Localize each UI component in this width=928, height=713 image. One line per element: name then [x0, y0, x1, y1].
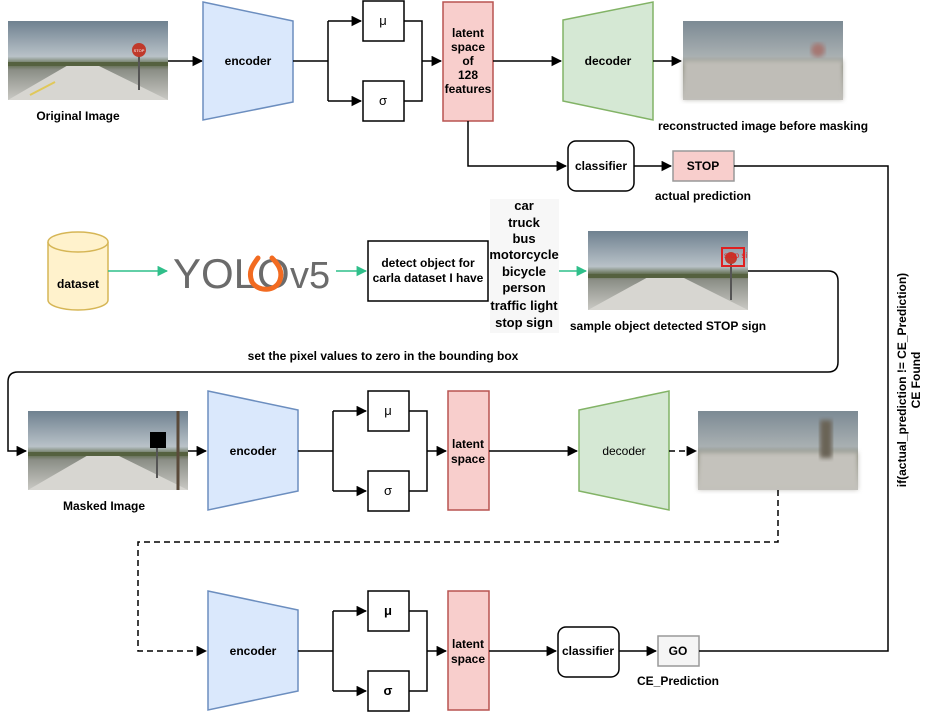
- original-image: [8, 21, 168, 100]
- class-item-5: bicycle: [502, 264, 546, 279]
- side-label-line-2: CE Found: [909, 352, 923, 409]
- masked-image: [28, 411, 188, 490]
- latent-2-line-1: latent: [452, 437, 484, 451]
- sigma-label-3: σ: [384, 683, 393, 698]
- stop-sign-text: STOP: [134, 48, 145, 53]
- encoder-3: [207, 590, 299, 711]
- decoder-1: [562, 1, 654, 121]
- decoder-2: [578, 390, 670, 511]
- sigma-label-2: σ: [384, 483, 392, 498]
- stop-prediction-box: [672, 150, 735, 182]
- mu-box-2: [367, 390, 410, 432]
- class-item-3: bus: [512, 231, 535, 246]
- classes-box: [490, 199, 559, 333]
- arrow-latent-to-classifier-1: [467, 121, 568, 172]
- encoder-2: [207, 390, 299, 511]
- split-line-3: [298, 611, 334, 691]
- split-line-1: [293, 21, 329, 101]
- classifier-2-label: classifier: [562, 644, 614, 658]
- merge-line-3: [409, 610, 446, 692]
- class-item-4: motorcycle: [489, 247, 558, 262]
- arrow-sample-to-masked: [7, 270, 839, 457]
- reconstructed-image: [683, 21, 843, 100]
- class-item-1: car: [514, 198, 534, 213]
- class-item-8: stop sign: [495, 315, 553, 330]
- dataset-label: dataset: [57, 277, 99, 291]
- yolo-version-text: v5: [290, 255, 330, 297]
- detection-label: stop si: [724, 251, 747, 260]
- latent-1-line-1: latent: [452, 26, 484, 40]
- merge-line-2: [409, 410, 446, 492]
- sample-caption: sample object detected STOP sign: [570, 319, 766, 333]
- latent-space-3: [447, 590, 490, 711]
- mask-instruction: set the pixel values to zero in the boun…: [248, 349, 519, 363]
- encoder-1-label: encoder: [225, 54, 272, 68]
- decoder-1-label: decoder: [585, 54, 632, 68]
- side-label-line-1: if(actual_prediction != CE_Prediction): [895, 273, 909, 487]
- original-image-caption: Original Image: [36, 109, 120, 123]
- detect-line-1: detect object for: [381, 256, 475, 270]
- decoder-2-label: decoder: [602, 444, 645, 458]
- classifier-1-label: classifier: [575, 159, 627, 173]
- encoder-1: [202, 1, 294, 121]
- detect-box: [367, 240, 489, 302]
- class-item-2: truck: [508, 215, 541, 230]
- ce-prediction-caption: CE_Prediction: [637, 674, 719, 688]
- go-prediction-box: [657, 635, 700, 667]
- go-prediction-label: GO: [669, 644, 688, 658]
- classifier-2: [557, 626, 620, 678]
- mu-label-2: μ: [384, 403, 392, 418]
- encoder-3-label: encoder: [230, 644, 277, 658]
- mu-box-1: [362, 0, 405, 42]
- latent-1-line-4: 128: [458, 68, 478, 82]
- masked-black-square: [150, 432, 166, 448]
- stop-sign-in-image: STOP: [132, 43, 146, 90]
- latent-1-line-2: space: [451, 40, 485, 54]
- arrow-recon-to-encoder-3: [137, 490, 779, 657]
- yolov5-logo: YOLO v5: [173, 250, 330, 297]
- split-line-2: [298, 411, 334, 491]
- mu-label-1: μ: [379, 13, 387, 28]
- latent-3-line-1: latent: [452, 637, 484, 651]
- sigma-label-1: σ: [379, 93, 387, 108]
- latent-1-line-5: features: [445, 82, 492, 96]
- latent-3-line-2: space: [451, 652, 485, 666]
- merge-line-1: [404, 20, 441, 102]
- stop-prediction-label: STOP: [687, 159, 719, 173]
- mu-label-3: μ: [384, 603, 392, 618]
- class-item-7: traffic light: [490, 298, 558, 313]
- reconstructed-masked-image: [698, 411, 858, 490]
- masked-image-caption: Masked Image: [63, 499, 145, 513]
- sample-detection-image: stop si: [588, 231, 748, 310]
- latent-2-line-2: space: [451, 452, 485, 466]
- latent-space-1: [442, 1, 494, 122]
- recon-caption: reconstructed image before masking: [658, 119, 868, 133]
- class-item-6: person: [502, 280, 545, 295]
- sigma-box-2: [367, 470, 410, 512]
- latent-1-line-3: of: [462, 54, 474, 68]
- detect-line-2: carla dataset I have: [373, 271, 484, 285]
- encoder-2-label: encoder: [230, 444, 277, 458]
- actual-prediction-caption: actual prediction: [655, 189, 751, 203]
- dataset-cylinder: [47, 231, 109, 311]
- comparison-line: [699, 165, 889, 652]
